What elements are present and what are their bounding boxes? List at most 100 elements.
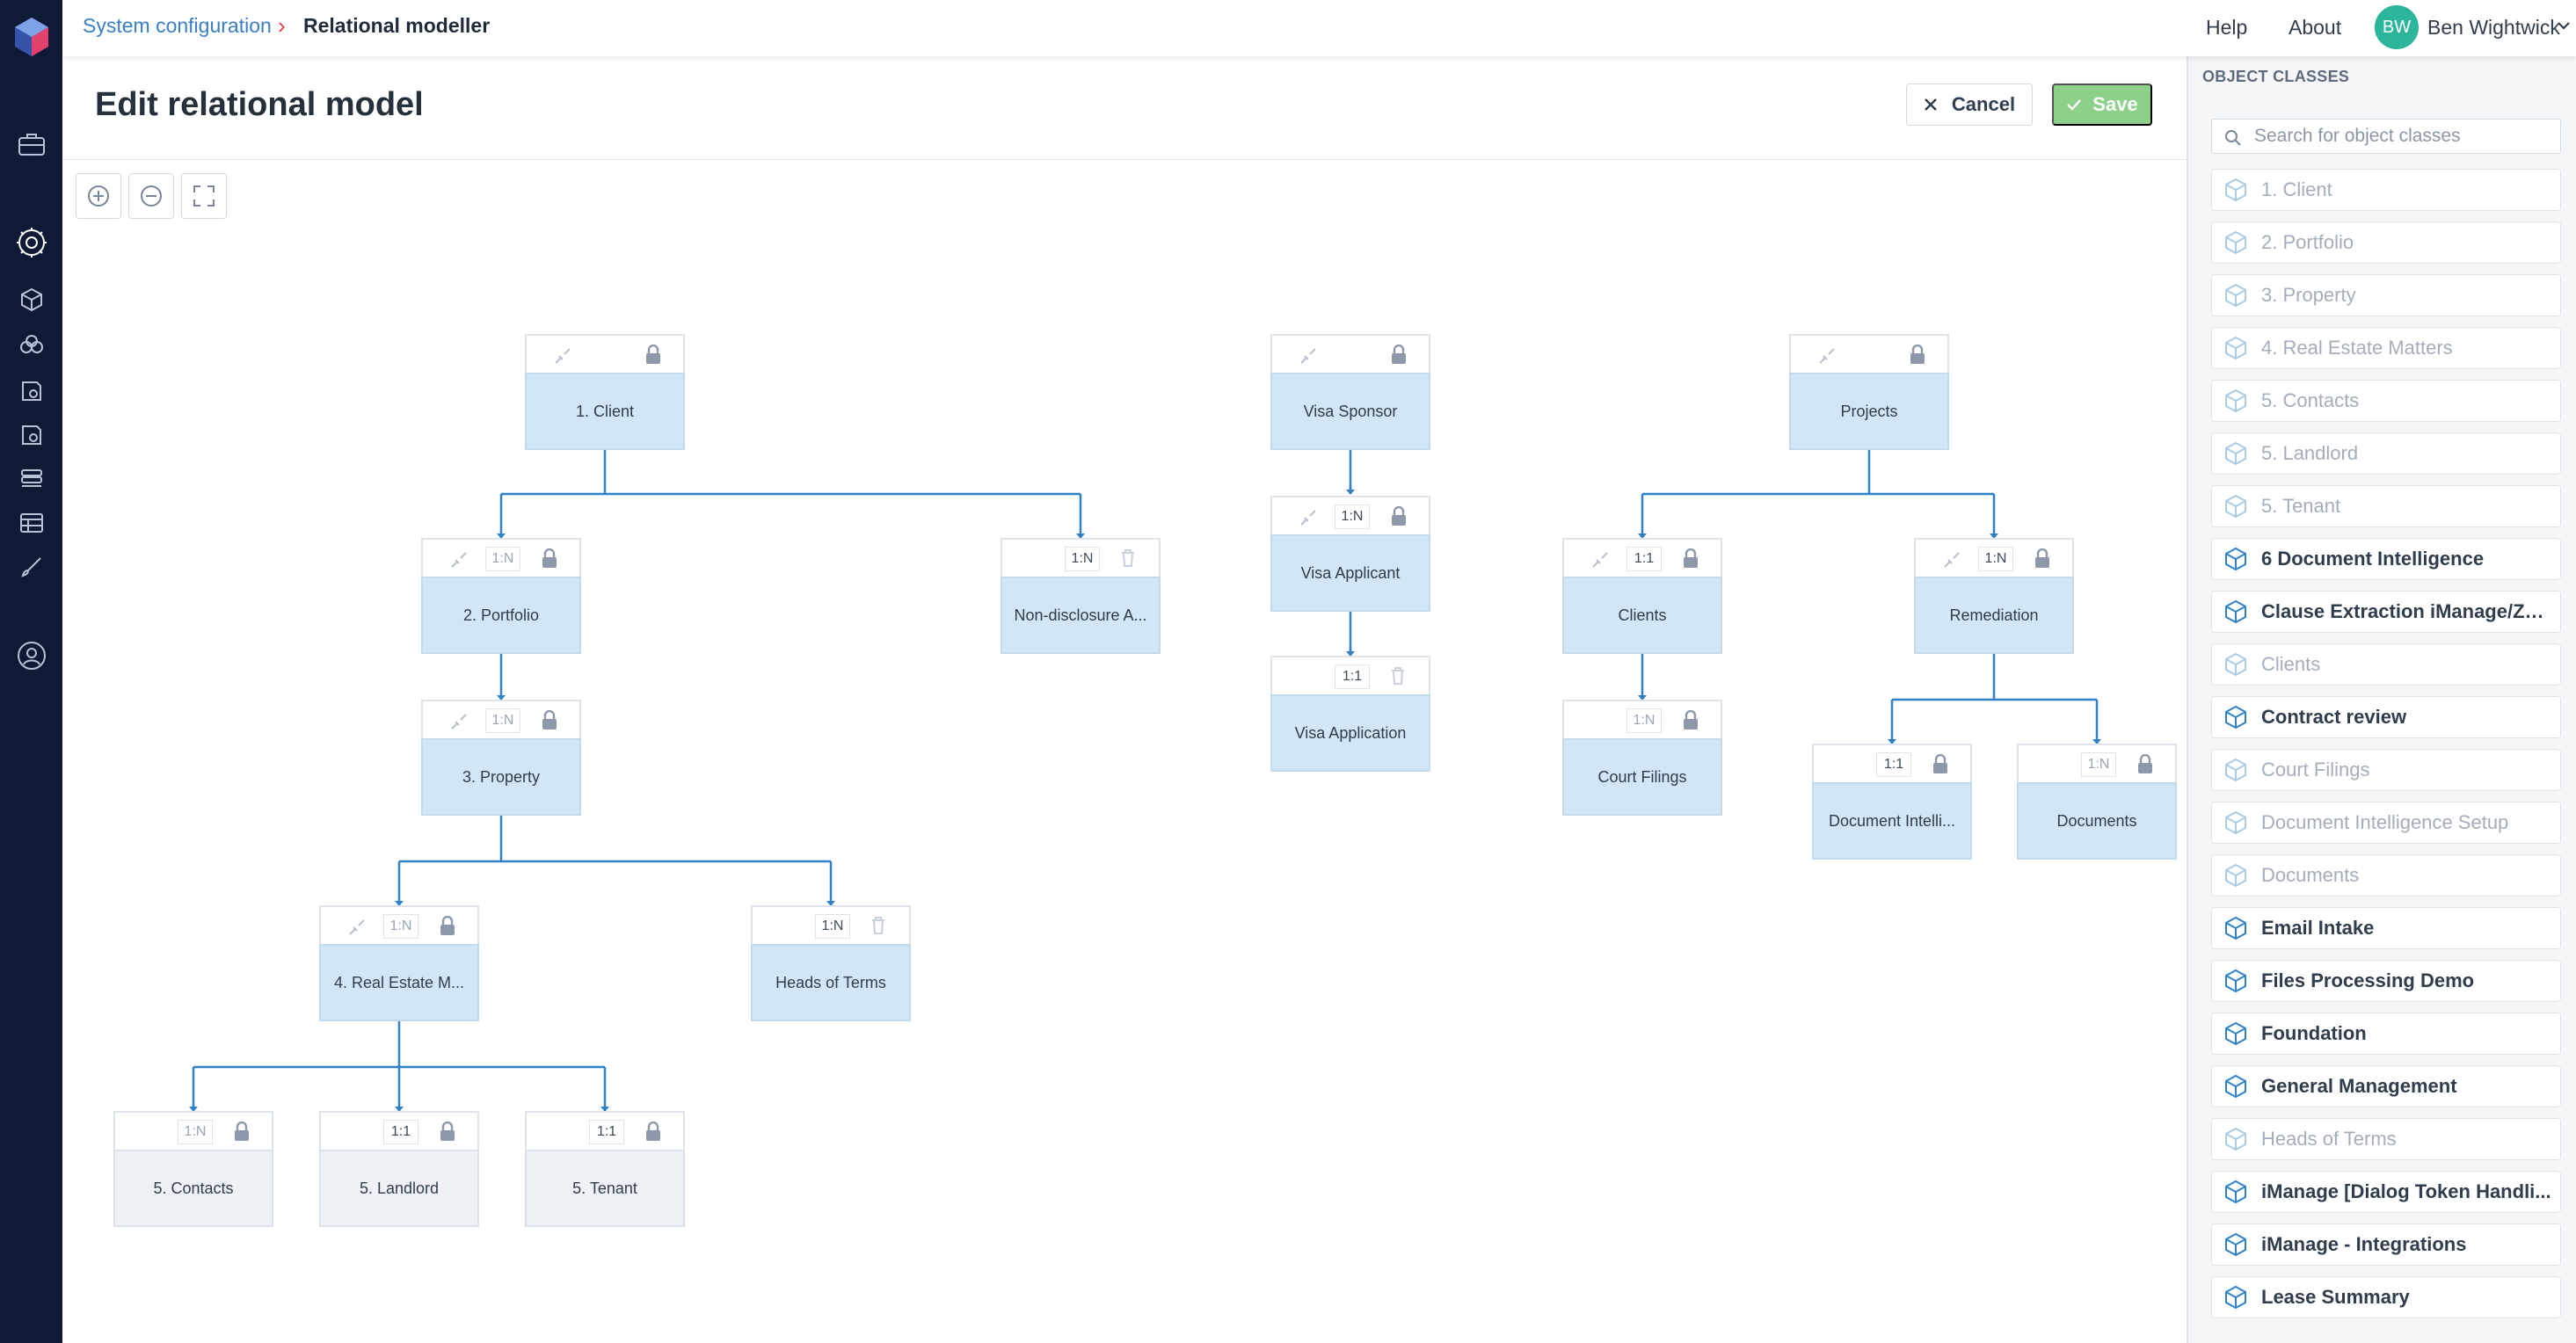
object-class-item[interactable]: iManage [Dialog Token Handli...: [2211, 1171, 2561, 1213]
node-court-filings[interactable]: 1:N Court Filings: [1562, 700, 1722, 816]
object-class-item[interactable]: 1. Client: [2211, 169, 2561, 211]
gear-icon[interactable]: [0, 225, 62, 260]
table-icon[interactable]: [0, 508, 62, 538]
unlink-icon[interactable]: [1299, 508, 1318, 527]
node-clients[interactable]: 1:1 Clients: [1562, 538, 1722, 654]
cardinality-badge[interactable]: 1:N: [485, 708, 520, 733]
object-class-item[interactable]: Documents: [2211, 854, 2561, 897]
help-link[interactable]: Help: [2206, 16, 2248, 39]
object-class-item[interactable]: 5. Tenant: [2211, 485, 2561, 527]
cube-icon: [2225, 863, 2246, 888]
cardinality-badge[interactable]: 1:N: [1626, 708, 1662, 733]
object-class-item[interactable]: Heads of Terms: [2211, 1118, 2561, 1160]
layers-icon[interactable]: [0, 464, 62, 494]
cardinality-badge[interactable]: 1:N: [1978, 547, 2013, 571]
cardinality-badge[interactable]: 1:N: [178, 1120, 213, 1144]
object-class-item[interactable]: Email Intake: [2211, 907, 2561, 949]
node-heads-of-terms[interactable]: 1:N Heads of Terms: [751, 905, 911, 1021]
cardinality-badge[interactable]: 1:1: [1876, 752, 1911, 777]
object-class-item[interactable]: Clause Extraction iManage/Zu...: [2211, 591, 2561, 633]
workflow-alt-icon[interactable]: [0, 420, 62, 450]
node-portfolio[interactable]: 1:N 2. Portfolio: [421, 538, 581, 654]
cardinality-badge[interactable]: 1:N: [1065, 547, 1100, 571]
node-contacts[interactable]: 1:N 5. Contacts: [113, 1111, 273, 1227]
object-class-item[interactable]: 4. Real Estate Matters: [2211, 327, 2561, 369]
cardinality-badge[interactable]: 1:1: [589, 1120, 624, 1144]
user-circle-icon[interactable]: [0, 638, 62, 673]
node-document-intelligence[interactable]: 1:1 Document Intelli...: [1812, 744, 1972, 860]
brush-icon[interactable]: [0, 552, 62, 582]
object-class-label: 4. Real Estate Matters: [2261, 337, 2453, 359]
cubes-icon[interactable]: [0, 330, 62, 360]
node-header: 1:N: [421, 700, 581, 738]
cardinality-badge[interactable]: 1:N: [815, 914, 850, 939]
trash-icon[interactable]: [870, 916, 886, 935]
unlink-icon[interactable]: [1817, 346, 1837, 366]
object-class-label: Files Processing Demo: [2261, 969, 2475, 991]
object-class-item[interactable]: Foundation: [2211, 1013, 2561, 1055]
workflow-icon[interactable]: [0, 376, 62, 406]
breadcrumb-system-configuration[interactable]: System configuration: [83, 14, 272, 37]
object-class-item[interactable]: Contract review: [2211, 696, 2561, 738]
zoom-in-button[interactable]: [76, 173, 121, 219]
zoom-out-button[interactable]: [128, 173, 174, 219]
save-button[interactable]: Save: [2052, 83, 2152, 126]
node-visa-application[interactable]: 1:1 Visa Application: [1270, 656, 1430, 772]
node-real-estate-matters[interactable]: 1:N 4. Real Estate M...: [319, 905, 479, 1021]
cardinality-badge[interactable]: 1:N: [1335, 505, 1370, 529]
node-documents[interactable]: 1:N Documents: [2017, 744, 2177, 860]
unlink-icon[interactable]: [1942, 550, 1961, 570]
unlink-icon[interactable]: [1299, 346, 1318, 366]
cardinality-badge[interactable]: 1:N: [383, 914, 418, 939]
unlink-icon[interactable]: [553, 346, 572, 366]
node-non-disclosure[interactable]: 1:N Non-disclosure A...: [1001, 538, 1161, 654]
object-class-item[interactable]: 6 Document Intelligence: [2211, 538, 2561, 580]
object-class-item[interactable]: Document Intelligence Setup: [2211, 802, 2561, 844]
object-class-item[interactable]: 5. Landlord: [2211, 432, 2561, 475]
cardinality-badge[interactable]: 1:N: [2081, 752, 2116, 777]
object-class-item[interactable]: General Management: [2211, 1065, 2561, 1107]
object-class-item[interactable]: 5. Contacts: [2211, 380, 2561, 422]
cube-icon: [2225, 969, 2246, 993]
avatar[interactable]: BW: [2375, 5, 2419, 49]
object-class-item[interactable]: Clients: [2211, 643, 2561, 686]
object-class-item[interactable]: 3. Property: [2211, 274, 2561, 316]
cardinality-badge[interactable]: 1:1: [1626, 547, 1662, 571]
cardinality-badge[interactable]: 1:1: [1335, 664, 1370, 689]
cardinality-badge[interactable]: 1:N: [485, 547, 520, 571]
logo-cube-icon[interactable]: [0, 11, 62, 63]
cancel-button[interactable]: Cancel: [1906, 83, 2033, 126]
node-visa-sponsor[interactable]: Visa Sponsor: [1270, 334, 1430, 450]
cube-icon: [2225, 1021, 2246, 1046]
object-class-label: 5. Contacts: [2261, 389, 2360, 411]
search-input[interactable]: [2254, 120, 2553, 153]
unlink-icon[interactable]: [449, 550, 469, 570]
fit-screen-button[interactable]: [181, 173, 227, 219]
object-class-item[interactable]: 2. Portfolio: [2211, 221, 2561, 264]
node-landlord[interactable]: 1:1 5. Landlord: [319, 1111, 479, 1227]
about-link[interactable]: About: [2289, 16, 2342, 39]
unlink-icon[interactable]: [1590, 550, 1610, 570]
trash-icon[interactable]: [1390, 666, 1406, 686]
trash-icon[interactable]: [1120, 548, 1136, 568]
node-visa-applicant[interactable]: 1:N Visa Applicant: [1270, 496, 1430, 612]
node-projects[interactable]: Projects: [1789, 334, 1949, 450]
object-class-item[interactable]: Lease Summary: [2211, 1276, 2561, 1318]
object-class-item[interactable]: iManage - Integrations: [2211, 1223, 2561, 1266]
unlink-icon[interactable]: [347, 918, 367, 937]
cardinality-badge[interactable]: 1:1: [383, 1120, 418, 1144]
node-client[interactable]: 1. Client: [525, 334, 685, 450]
chevron-down-icon[interactable]: [2558, 21, 2570, 30]
cube-icon: [2225, 494, 2246, 519]
briefcase-icon[interactable]: [0, 127, 62, 162]
node-label: 2. Portfolio: [421, 577, 581, 654]
unlink-icon[interactable]: [449, 712, 469, 731]
cube-icon[interactable]: [0, 285, 62, 315]
node-remediation[interactable]: 1:N Remediation: [1914, 538, 2074, 654]
object-class-item[interactable]: Court Filings: [2211, 749, 2561, 791]
node-tenant[interactable]: 1:1 5. Tenant: [525, 1111, 685, 1227]
node-property[interactable]: 1:N 3. Property: [421, 700, 581, 816]
lock-icon: [440, 916, 455, 935]
user-name[interactable]: Ben Wightwick: [2427, 16, 2560, 39]
object-class-item[interactable]: Files Processing Demo: [2211, 960, 2561, 1002]
